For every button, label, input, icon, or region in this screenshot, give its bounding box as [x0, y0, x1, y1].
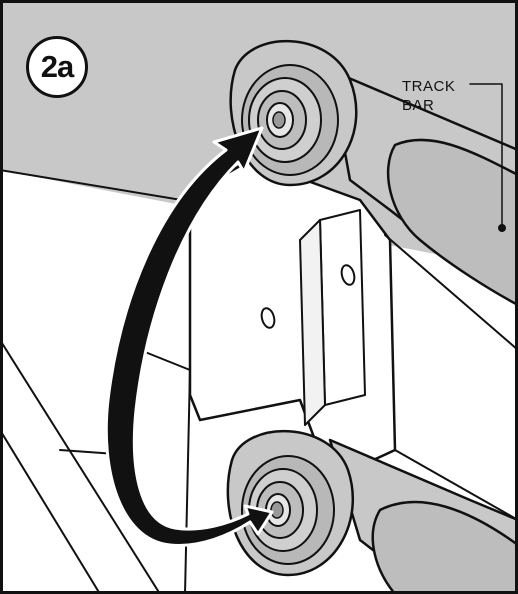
lower-bushing-eye — [226, 430, 354, 577]
callout-dot — [498, 224, 506, 232]
curved-arrow-icon — [104, 126, 274, 547]
bracket-hole-left — [260, 307, 276, 329]
bracket-hole-right — [340, 264, 356, 286]
track-bar-tube — [386, 138, 516, 306]
track-bar-callout-label: TRACK BAR — [402, 78, 456, 114]
callout-leader-line — [469, 83, 503, 227]
upper-bushing-eye — [229, 40, 358, 187]
step-badge: 2a — [26, 36, 88, 98]
